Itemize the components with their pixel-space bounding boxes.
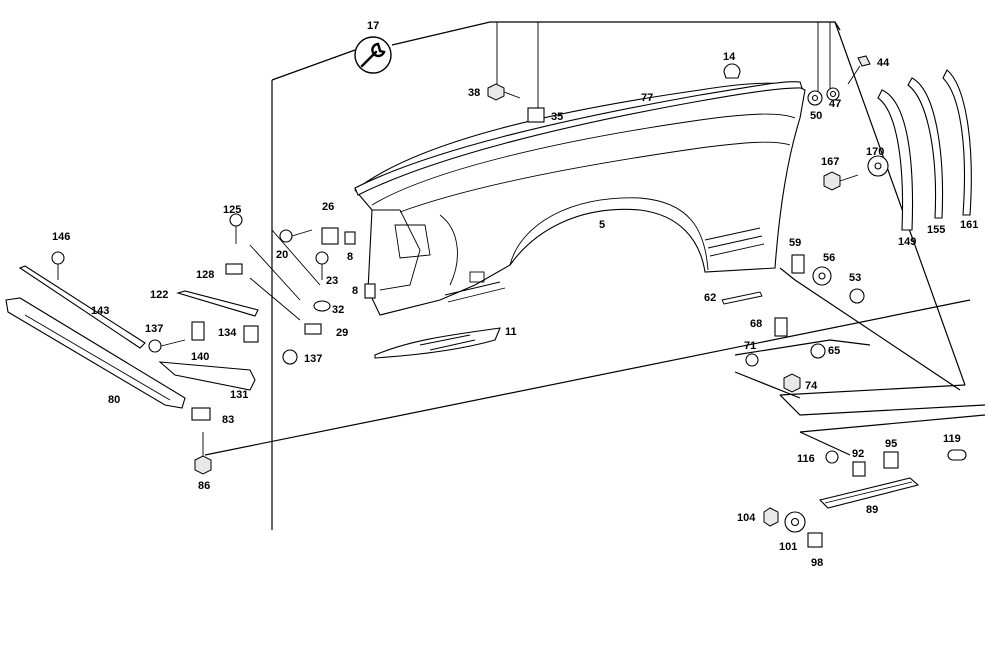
leader-line — [799, 431, 851, 456]
leader-line — [834, 21, 966, 386]
callout-5: 5 — [599, 219, 605, 231]
callout-8: 8 — [352, 285, 358, 297]
callout-116: 116 — [797, 453, 815, 465]
callout-38: 38 — [468, 87, 480, 99]
callout-122: 122 — [150, 289, 168, 301]
callout-68: 68 — [750, 318, 762, 330]
seal-strip — [18, 265, 146, 349]
callout-26: 26 — [322, 201, 334, 213]
callout-71: 71 — [744, 340, 756, 352]
leader-line — [734, 371, 801, 399]
callout-128: 128 — [196, 269, 214, 281]
trim-molding — [354, 81, 803, 196]
callout-32: 32 — [332, 304, 344, 316]
leader-line — [249, 277, 301, 321]
leader-line — [799, 414, 986, 433]
callout-80: 80 — [108, 394, 120, 406]
panel — [158, 361, 256, 391]
leader-line — [271, 229, 321, 286]
callout-170: 170 — [866, 146, 884, 158]
callout-155: 155 — [927, 224, 945, 236]
callout-101: 101 — [779, 541, 797, 553]
callout-20: 20 — [276, 249, 288, 261]
callout-137: 137 — [145, 323, 163, 335]
callout-50: 50 — [810, 110, 822, 122]
callout-77: 77 — [641, 92, 653, 104]
wrench-icon — [354, 36, 392, 74]
wheel-arch-trims — [877, 69, 972, 231]
callout-140: 140 — [191, 351, 209, 363]
leader-lines — [204, 21, 986, 530]
callout-17: 17 — [367, 20, 379, 32]
leader-line — [271, 49, 356, 81]
callout-29: 29 — [336, 327, 348, 339]
leader-line — [391, 21, 841, 46]
callout-149: 149 — [898, 236, 916, 248]
callout-137: 137 — [304, 353, 322, 365]
callout-92: 92 — [852, 448, 864, 460]
front-fender — [354, 82, 806, 316]
callout-104: 104 — [737, 512, 756, 524]
callout-59: 59 — [789, 237, 801, 249]
callout-86: 86 — [198, 480, 210, 492]
strip — [176, 290, 259, 317]
callout-labels: 17 5 8 8 11 14 20 23 26 29 32 35 38 44 4… — [52, 20, 978, 569]
leader-line — [734, 339, 871, 356]
callout-11: 11 — [505, 326, 517, 338]
callout-89: 89 — [866, 504, 878, 516]
lower-panel — [374, 327, 501, 359]
trim-strip — [818, 477, 920, 509]
callout-35: 35 — [551, 111, 563, 123]
callout-125: 125 — [223, 204, 241, 216]
callout-65: 65 — [828, 345, 840, 357]
leader-line — [779, 384, 966, 396]
leader-line — [779, 267, 961, 391]
small-parts — [51, 55, 967, 548]
callout-56: 56 — [823, 252, 835, 264]
leader-line — [249, 244, 301, 301]
callout-53: 53 — [849, 272, 861, 284]
callout-167: 167 — [821, 156, 839, 168]
callout-131: 131 — [230, 389, 248, 401]
callout-98: 98 — [811, 557, 823, 569]
callout-44: 44 — [877, 57, 890, 69]
support-rail — [5, 297, 186, 409]
callout-47: 47 — [829, 98, 841, 110]
leader-line — [779, 394, 986, 416]
leader-line — [204, 299, 971, 456]
callout-95: 95 — [885, 438, 897, 450]
callout-23: 23 — [326, 275, 338, 287]
callout-62: 62 — [704, 292, 716, 304]
callout-134: 134 — [218, 327, 237, 339]
callout-14: 14 — [723, 51, 736, 63]
callout-83: 83 — [222, 414, 234, 426]
callout-146: 146 — [52, 231, 70, 243]
callout-119: 119 — [943, 433, 961, 445]
callout-161: 161 — [960, 219, 978, 231]
callout-143: 143 — [91, 305, 109, 317]
callout-8: 8 — [347, 251, 353, 263]
callout-74: 74 — [805, 380, 818, 392]
